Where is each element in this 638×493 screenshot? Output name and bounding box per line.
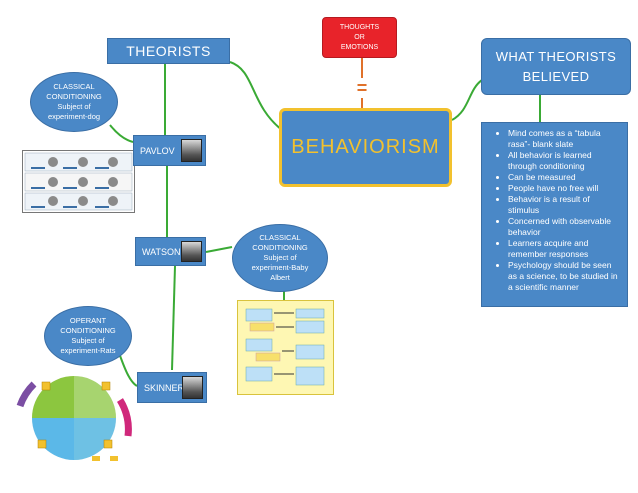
- belief-item: All behavior is learned through conditio…: [508, 150, 621, 172]
- belief-item: Mind comes as a “tabula rasa”- blank sla…: [508, 128, 621, 150]
- bubble-line: Albert: [270, 273, 290, 282]
- watson-conditioning-bubble: CLASSICAL CONDITIONING Subject of experi…: [232, 224, 328, 292]
- link-pavlov-bubble: [109, 124, 134, 143]
- pavlov-dog-experiment-figure: [22, 150, 135, 213]
- belief-item: Learners acquire and remember responses: [508, 238, 621, 260]
- bubble-line: experiment-dog: [47, 112, 101, 121]
- bubble-line: OPERANT: [69, 316, 107, 325]
- beliefs-list-box: Mind comes as a “tabula rasa”- blank sla…: [481, 122, 628, 307]
- bubble-line: experiment-Baby: [251, 263, 309, 272]
- bubble-line: CLASSICAL: [259, 233, 301, 242]
- pavlov-conditioning-bubble: CLASSICAL CONDITIONING Subject of experi…: [30, 72, 118, 132]
- link-watson-skinner: [171, 265, 176, 371]
- thoughts-connector-symbol: =: [353, 78, 371, 98]
- theorists-header-label: THEORISTS: [126, 43, 211, 59]
- behaviorism-center-node: BEHAVIORISM: [279, 108, 452, 187]
- pavlov-portrait: [181, 139, 202, 162]
- belief-item: Can be measured: [508, 172, 621, 183]
- beliefs-list: Mind comes as a “tabula rasa”- blank sla…: [486, 128, 621, 293]
- operant-conditioning-figure: [14, 376, 132, 464]
- link-watson-bubble: [205, 246, 233, 253]
- skinner-conditioning-bubble: OPERANT CONDITIONING Subject of experime…: [44, 306, 132, 366]
- dog-experiment-diagram: [24, 152, 133, 211]
- skinner-label: SKINNER: [144, 382, 185, 393]
- belief-item: People have no free will: [508, 183, 621, 194]
- watson-label: WATSON: [142, 246, 181, 257]
- thoughts-line1: THOUGHTS: [339, 23, 380, 31]
- pavlov-node: PAVLOV: [133, 135, 206, 166]
- bubble-line: Subject of: [263, 253, 297, 262]
- bubble-line: CLASSICAL: [53, 82, 95, 91]
- beliefs-header-line2: BELIEVED: [522, 68, 590, 84]
- theorists-header: THEORISTS: [107, 38, 230, 64]
- beliefs-header-line1: WHAT THEORISTS: [495, 48, 617, 64]
- link-theorists-center: [229, 61, 283, 131]
- watson-portrait: [181, 241, 202, 262]
- bubble-line: CONDITIONING: [46, 92, 102, 101]
- thoughts-line2: OR: [354, 33, 365, 41]
- bubble-line: Subject of: [71, 336, 105, 345]
- albert-conditioning-diagram: [245, 308, 325, 386]
- belief-item: Psychology should be seen as a science, …: [508, 260, 621, 293]
- belief-item: Concerned with observable behavior: [508, 216, 621, 238]
- skinner-portrait: [182, 376, 203, 399]
- bubble-line: CONDITIONING: [60, 326, 116, 335]
- link-center-beliefs: [451, 79, 483, 121]
- bubble-line: experiment-Rats: [60, 346, 116, 355]
- thoughts-box: THOUGHTS OR EMOTIONS: [322, 17, 397, 58]
- belief-item: Behavior is a result of stimulus: [508, 194, 621, 216]
- watson-node: WATSON: [135, 237, 206, 266]
- thoughts-line3: EMOTIONS: [340, 43, 379, 51]
- beliefs-header: WHAT THEORISTS BELIEVED: [481, 38, 631, 95]
- skinner-node: SKINNER: [137, 372, 207, 403]
- operant-quadrant-diagram: [16, 376, 132, 461]
- pavlov-label: PAVLOV: [140, 145, 175, 156]
- center-title: BEHAVIORISM: [291, 136, 440, 158]
- little-albert-experiment-figure: [237, 300, 334, 395]
- bubble-line: Subject of: [57, 102, 91, 111]
- bubble-line: CONDITIONING: [252, 243, 308, 252]
